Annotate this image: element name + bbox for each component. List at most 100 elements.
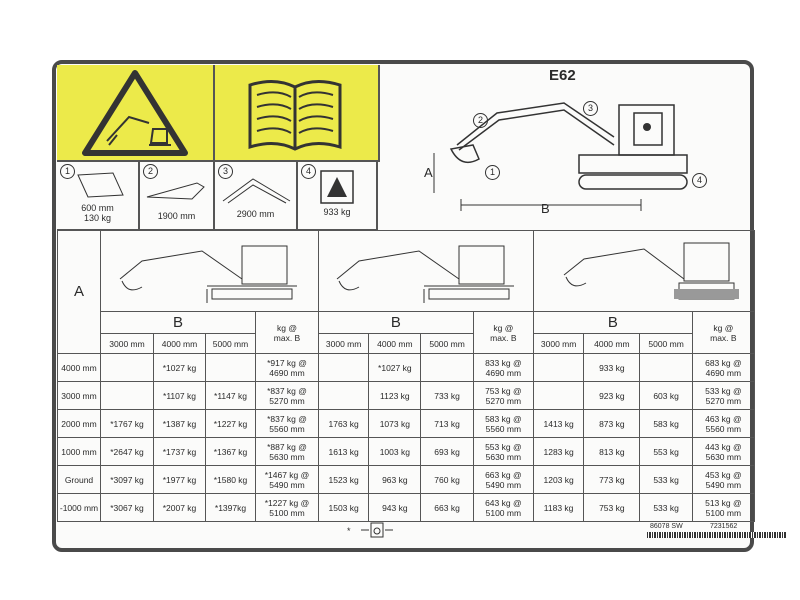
max-reach-value: 5560 mm [269, 423, 305, 434]
max-reach-value: 453 kg @ [705, 469, 742, 480]
capacity-cell: 533 kg [639, 493, 693, 522]
max-reach-header-line: max. B [490, 332, 517, 343]
diagram-on-outriggers [533, 230, 755, 312]
max-reach-cell: 753 kg @5270 mm [472, 381, 535, 410]
accessory-boom: 3 2900 mm [215, 161, 298, 231]
capacity-cell: 1183 kg [532, 493, 585, 522]
max-reach-header-line: max. B [273, 332, 301, 343]
callout-2: 2 [473, 113, 488, 128]
capacity-cell: 1523 kg [317, 465, 370, 494]
column-header: 3000 mm [532, 333, 585, 354]
capacity-cell: *3097 kg [100, 465, 154, 494]
excavator-dimension-diagram: E62 A B 1 2 3 4 [379, 65, 749, 230]
max-reach-value: 5490 mm [269, 479, 305, 490]
capacity-cell [532, 381, 585, 410]
capacity-cell: 1613 kg [317, 437, 370, 466]
max-reach-value: 5630 mm [705, 451, 742, 462]
diagram-blade-down [100, 230, 319, 312]
capacity-cell: 663 kg [420, 493, 474, 522]
warning-panel [57, 65, 380, 162]
accessory-length: 1900 mm [157, 211, 196, 221]
max-reach-value: *837 kg @ [267, 413, 307, 424]
table-row: 1000 mm*2647 kg*1737 kg*1367 kg*887 kg @… [57, 437, 756, 466]
part-code: 86078 SW [650, 523, 683, 530]
warning-triangle-icon [57, 65, 215, 160]
accessory-dipper-arm: 2 1900 mm [140, 161, 215, 231]
callout-3: 3 [583, 101, 598, 116]
column-header: 5000 mm [205, 333, 256, 354]
max-reach-cell: 683 kg @4690 mm [691, 353, 756, 382]
capacity-cell: *1147 kg [205, 381, 256, 410]
max-reach-value: 5100 mm [269, 507, 305, 518]
max-reach-cell: 583 kg @5560 mm [472, 409, 535, 438]
max-reach-value: 5630 mm [485, 451, 522, 462]
capacity-cell: 923 kg [583, 381, 641, 410]
max-reach-value: 5630 mm [269, 451, 305, 462]
max-reach-value: *917 kg @ [267, 357, 307, 368]
max-reach-value: 4690 mm [269, 367, 305, 378]
callout-1: 1 [485, 165, 500, 180]
max-reach-cell: 643 kg @5100 mm [472, 493, 535, 522]
capacity-cell: 733 kg [420, 381, 474, 410]
max-reach-cell: 443 kg @5630 mm [691, 437, 756, 466]
max-reach-cell: 663 kg @5490 mm [472, 465, 535, 494]
model-title: E62 [549, 67, 576, 84]
bucket-icon [76, 172, 124, 198]
capacity-cell [205, 353, 256, 382]
max-reach-cell: *917 kg @4690 mm [255, 353, 319, 382]
capacity-cell: *1227 kg [205, 409, 256, 438]
capacity-cell: *1027 kg [153, 353, 206, 382]
footnote-star: * [347, 526, 351, 536]
max-reach-header-line: kg @ [713, 322, 734, 333]
max-reach-cell: 513 kg @5100 mm [691, 493, 756, 522]
manual-book-icon [215, 65, 375, 160]
capacity-cell: *3067 kg [100, 493, 154, 522]
max-reach-header: kg @max. B [472, 311, 535, 354]
capacity-cell: 693 kg [420, 437, 474, 466]
max-reach-value: 5270 mm [705, 395, 742, 406]
b-header: B [100, 311, 256, 334]
accessory-bucket: 1 600 mm 130 kg [57, 161, 140, 231]
max-reach-value: 553 kg @ [485, 441, 522, 452]
row-height-label: Ground [57, 465, 101, 494]
capacity-cell: 1763 kg [317, 409, 370, 438]
max-reach-value: *1467 kg @ [264, 469, 310, 480]
accessory-weight: 130 kg [83, 213, 112, 223]
capacity-cell: 553 kg [639, 437, 693, 466]
capacity-cell: *1767 kg [100, 409, 154, 438]
max-reach-value: 683 kg @ [705, 357, 742, 368]
max-reach-value: *837 kg @ [267, 385, 307, 396]
max-reach-value: 583 kg @ [485, 413, 522, 424]
max-reach-value: 443 kg @ [705, 441, 742, 452]
max-reach-value: 5490 mm [705, 479, 742, 490]
capacity-cell: 533 kg [639, 465, 693, 494]
max-reach-value: 5100 mm [705, 507, 742, 518]
max-reach-value: 513 kg @ [705, 497, 742, 508]
max-reach-header: kg @max. B [691, 311, 756, 354]
column-header: 5000 mm [639, 333, 693, 354]
capacity-cell: *1387 kg [153, 409, 206, 438]
capacity-cell [317, 353, 370, 382]
accessory-size: 600 mm [81, 203, 114, 213]
max-reach-value: 533 kg @ [705, 385, 742, 396]
max-reach-cell: 463 kg @5560 mm [691, 409, 756, 438]
accessory-number: 3 [218, 164, 233, 179]
b-header: B [533, 311, 693, 334]
capacity-cell: *1580 kg [205, 465, 256, 494]
part-number: 7231562 [710, 523, 738, 530]
max-reach-value: 833 kg @ [485, 357, 522, 368]
max-reach-cell: *837 kg @5560 mm [255, 409, 319, 438]
accessory-weight: 933 kg [323, 207, 351, 217]
column-header: 4000 mm [368, 333, 422, 354]
callout-4: 4 [692, 173, 707, 188]
accessory-number: 2 [143, 164, 158, 179]
max-reach-cell: *837 kg @5270 mm [255, 381, 319, 410]
max-reach-value: 5270 mm [269, 395, 305, 406]
dipper-arm-icon [146, 182, 205, 200]
capacity-cell: 1503 kg [317, 493, 370, 522]
max-reach-value: 463 kg @ [705, 413, 742, 424]
column-header: 3000 mm [317, 333, 370, 354]
